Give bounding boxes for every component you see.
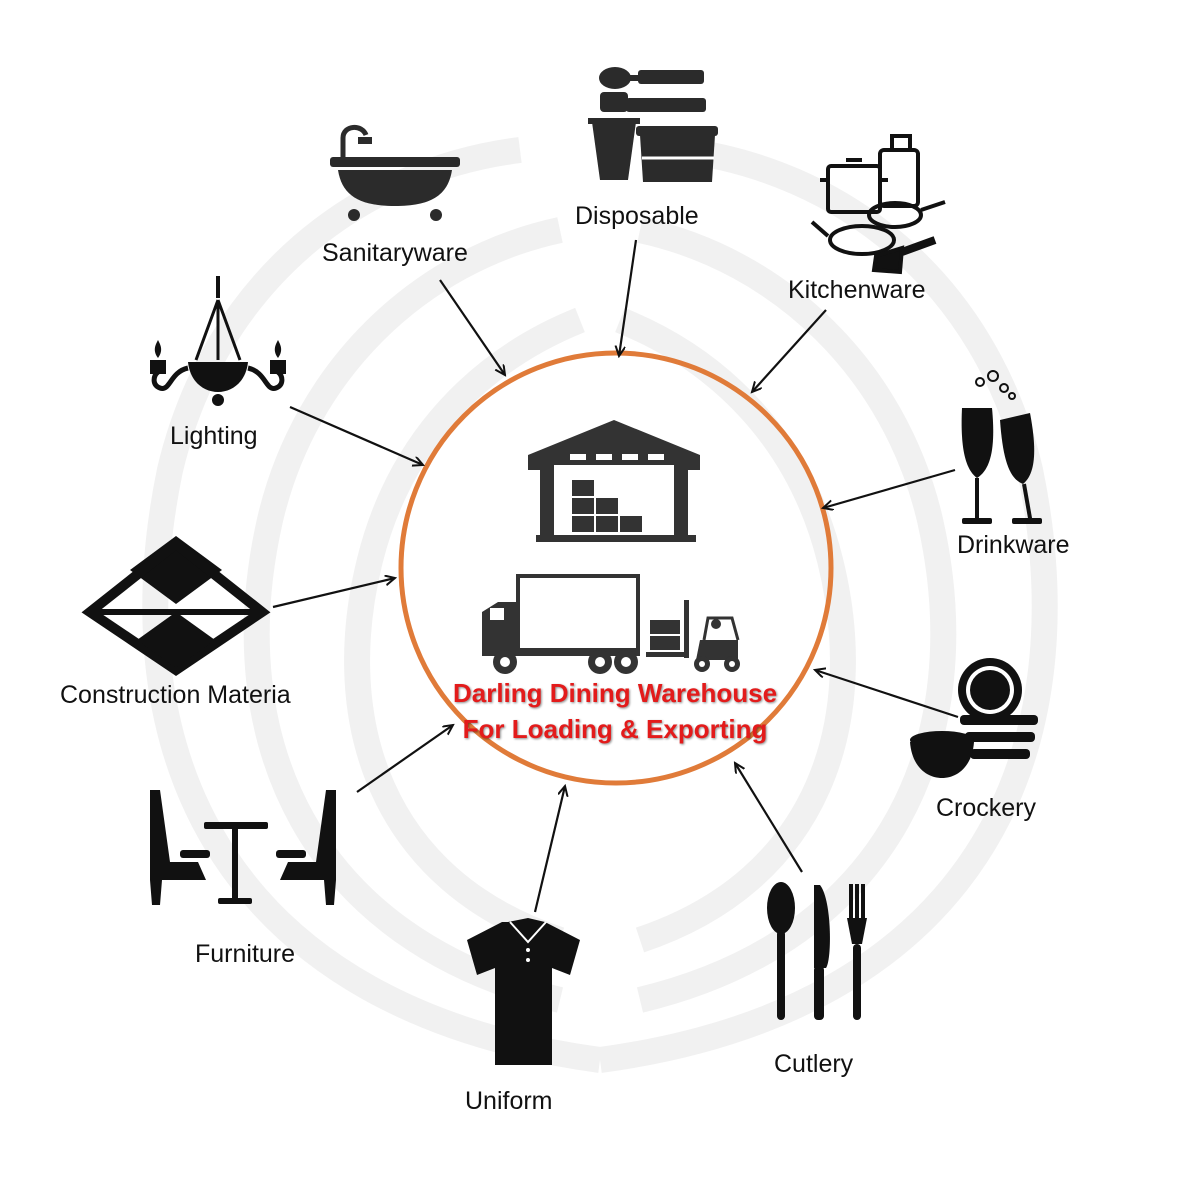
- arrow-kitchenware: [752, 309, 827, 392]
- table-chairs-icon: [150, 790, 336, 905]
- bathtub-icon: [330, 125, 460, 221]
- label-construction: Construction Materia: [60, 681, 291, 709]
- label-kitchenware: Kitchenware: [788, 276, 926, 304]
- polo-shirt-icon: [467, 918, 580, 1065]
- arrow-crockery: [815, 670, 959, 719]
- arrow-drinkware: [823, 468, 956, 508]
- arrow-cutlery: [735, 763, 803, 873]
- arrow-disposable: [619, 239, 638, 356]
- warehouse-icon: [528, 420, 700, 542]
- truck-icon: [482, 574, 640, 674]
- label-drinkware: Drinkware: [957, 531, 1070, 559]
- arrow-lighting: [289, 405, 423, 465]
- arrow-construction: [272, 578, 395, 609]
- label-lighting: Lighting: [170, 422, 258, 450]
- warehouse-title-line2: For Loading & Exporting: [462, 714, 768, 744]
- label-sanitaryware: Sanitaryware: [322, 239, 468, 267]
- label-furniture: Furniture: [195, 940, 296, 968]
- tiles-icon: [81, 536, 271, 677]
- plates-bowl-icon: [910, 658, 1038, 778]
- warehouse-title-line1: Darling Dining Warehouse: [452, 678, 778, 708]
- spoon-knife-fork-icon: [767, 882, 867, 1020]
- label-uniform: Uniform: [465, 1087, 553, 1115]
- chandelier-icon: [150, 276, 286, 406]
- label-cutlery: Cutlery: [774, 1050, 854, 1078]
- label-crockery: Crockery: [936, 794, 1037, 822]
- forklift-icon: [646, 600, 740, 672]
- label-disposable: Disposable: [575, 202, 699, 230]
- arrow-sanitaryware: [439, 279, 505, 375]
- arrow-furniture: [356, 725, 453, 793]
- champagne-glasses-icon: [961, 370, 1042, 524]
- arrow-uniform: [533, 786, 565, 913]
- cookware-icon: [810, 134, 946, 275]
- disposable-tableware-icon: [588, 67, 718, 182]
